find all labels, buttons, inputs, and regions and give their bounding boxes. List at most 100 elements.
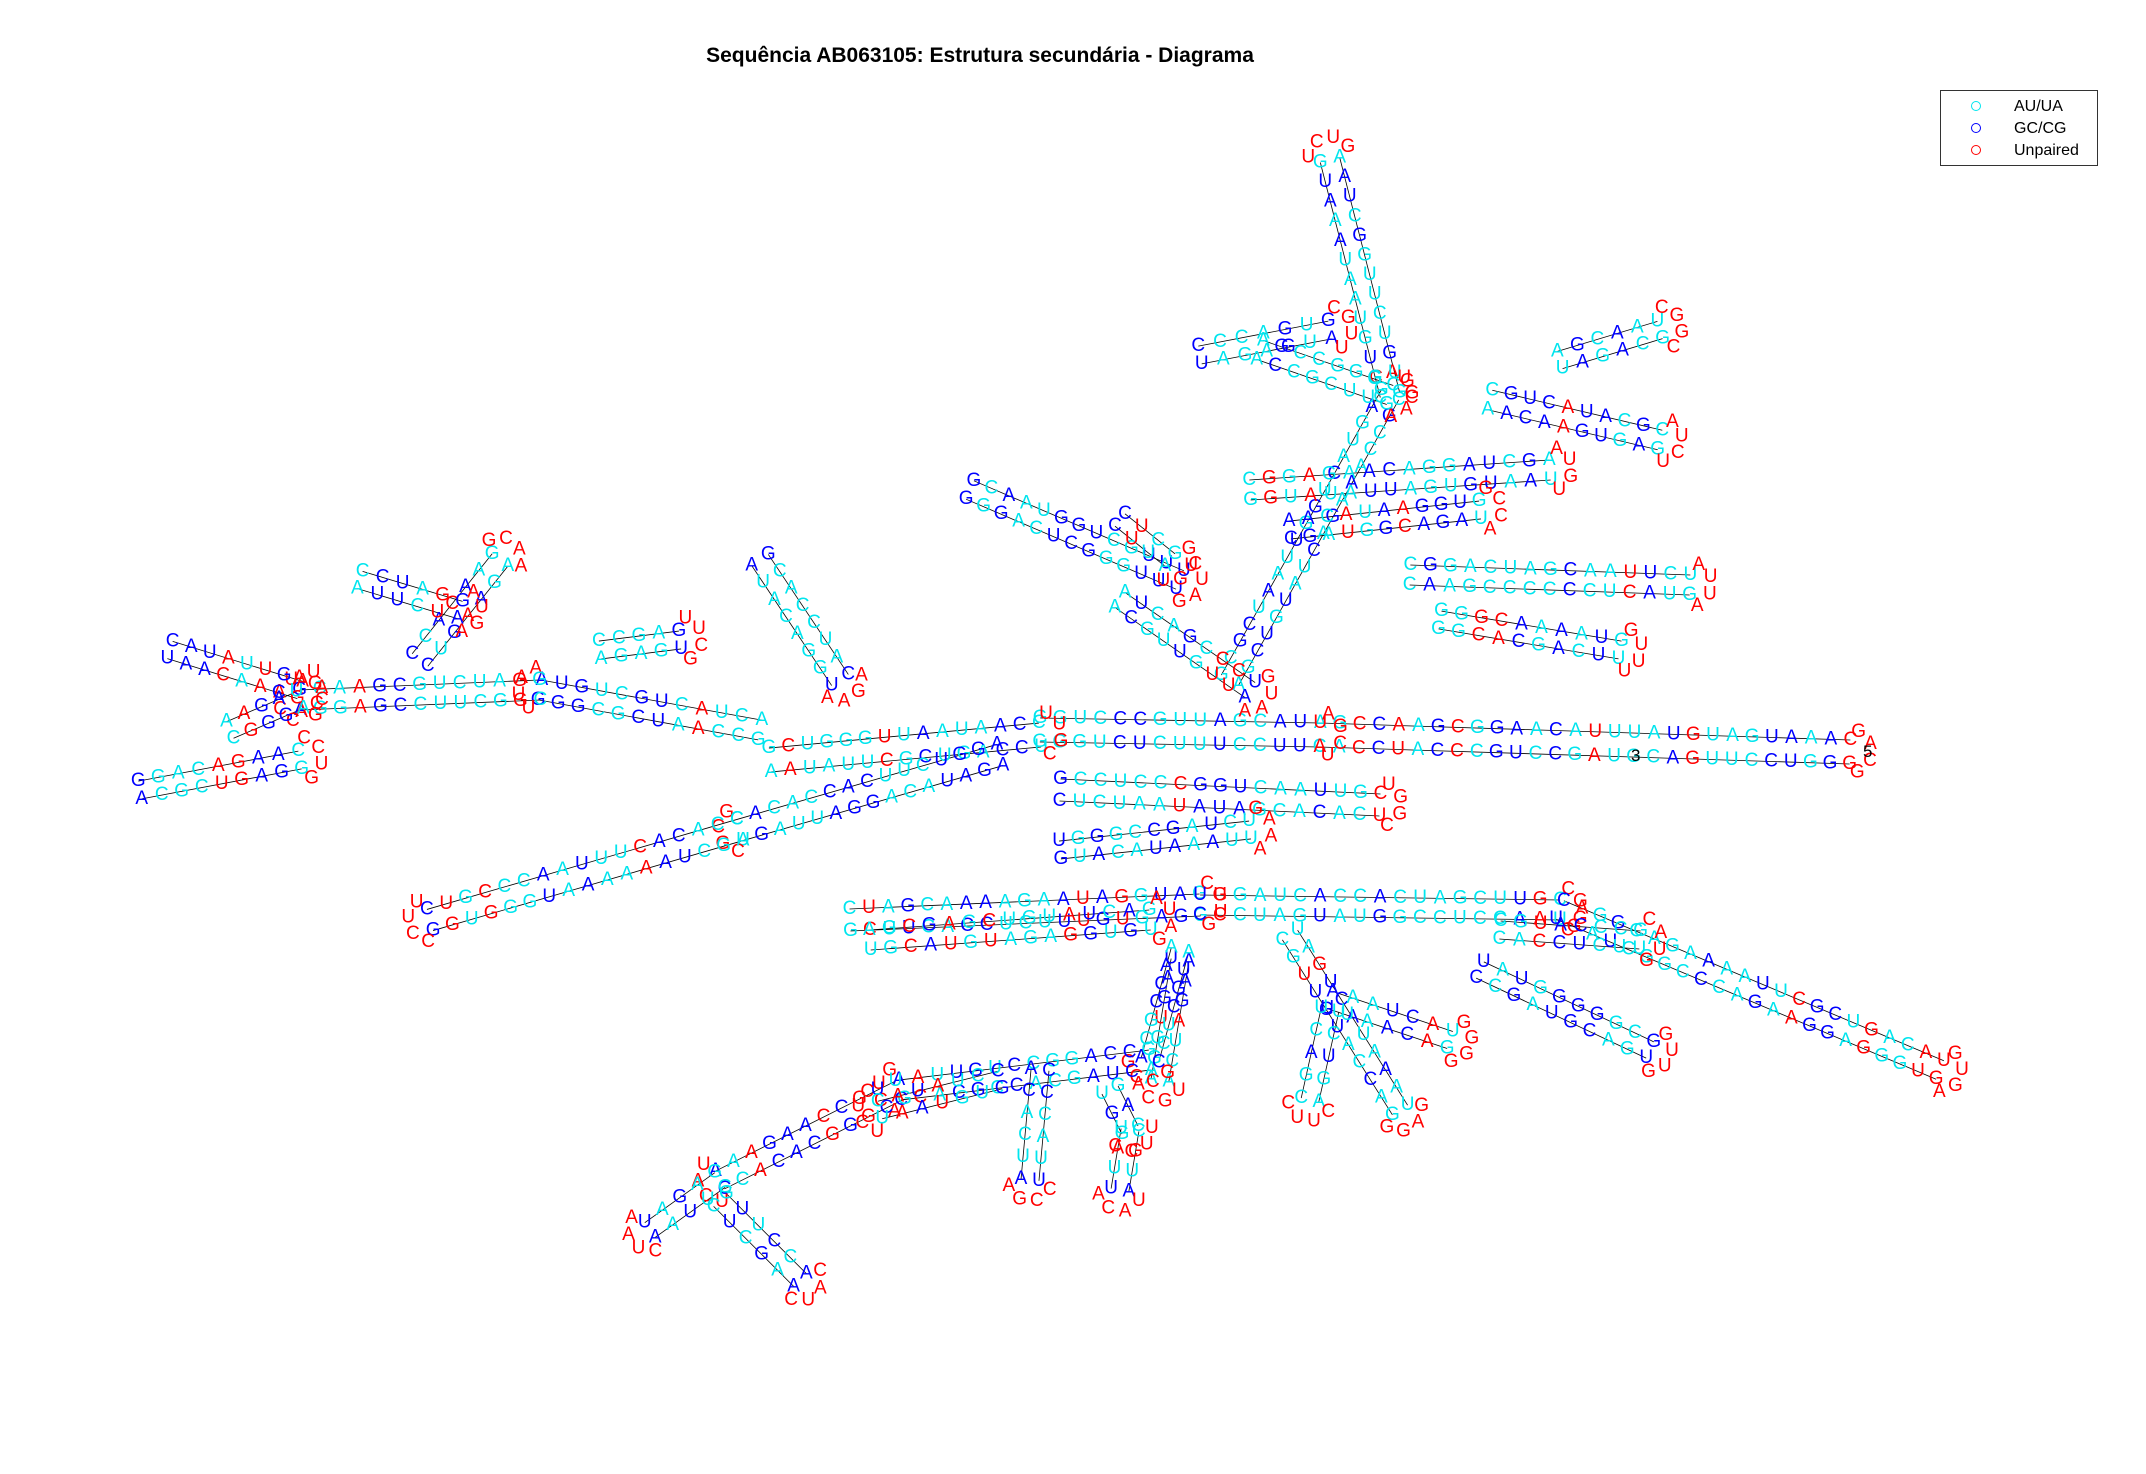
nucleotide: U	[1604, 931, 1618, 952]
nucleotide: U	[1141, 542, 1155, 563]
nucleotide: G	[1641, 1061, 1656, 1082]
nucleotide: G	[131, 770, 146, 791]
nucleotide: U	[810, 808, 824, 829]
nucleotide: U	[1273, 735, 1287, 756]
nucleotide: U	[1301, 146, 1315, 167]
nucleotide: C	[1646, 747, 1660, 768]
nucleotide: U	[902, 918, 916, 939]
nucleotide: A	[1325, 328, 1338, 349]
nucleotide: A	[941, 916, 954, 937]
nucleotide: U	[1213, 798, 1227, 819]
nucleotide: C	[1629, 920, 1643, 941]
nucleotide: C	[711, 722, 725, 743]
nucleotide: U	[259, 659, 273, 680]
nucleotide: A	[1109, 596, 1122, 617]
nucleotide: G	[1611, 913, 1626, 934]
nucleotide: U	[1607, 745, 1621, 766]
nucleotide: C	[694, 635, 708, 656]
nucleotide: G	[1090, 826, 1105, 847]
nucleotide: G	[1325, 506, 1340, 527]
nucleotide: A	[622, 1224, 635, 1245]
nucleotide: U	[678, 846, 692, 867]
nucleotide: C	[631, 707, 645, 728]
nucleotide: G	[1400, 371, 1415, 392]
nucleotide: G	[1262, 468, 1277, 489]
nucleotide: G	[1192, 883, 1207, 904]
nucleotide: U	[1291, 919, 1305, 940]
nucleotide: U	[454, 692, 468, 713]
nucleotide: A	[991, 733, 1004, 754]
nucleotide: G	[1140, 619, 1155, 640]
nucleotide: A	[515, 556, 528, 577]
backbone-segment	[965, 498, 1177, 590]
nucleotide: C	[1130, 1066, 1144, 1087]
nucleotide: A	[1481, 399, 1494, 420]
nucleotide: U	[1058, 911, 1072, 932]
nucleotide: U	[1368, 284, 1382, 305]
nucleotide: G	[922, 915, 937, 936]
backbone-segment	[1318, 1011, 1340, 1103]
nucleotide: G	[1243, 489, 1258, 510]
nucleotide: G	[1614, 630, 1629, 651]
nucleotide: C	[406, 923, 420, 944]
nucleotide: U	[683, 1201, 697, 1222]
nucleotide: C	[1372, 738, 1386, 759]
nucleotide: U	[431, 602, 445, 623]
nucleotide: G	[1081, 541, 1096, 562]
nucleotide: U	[1298, 557, 1312, 578]
nucleotide: C	[1200, 638, 1214, 659]
nucleotide: A	[1588, 745, 1601, 766]
nucleotide: U	[1544, 469, 1558, 490]
nucleotide: A	[1404, 478, 1417, 499]
nucleotide: U	[1545, 1003, 1559, 1024]
nucleotide: U	[1613, 937, 1627, 958]
nucleotide: C	[1591, 328, 1605, 349]
nucleotide: A	[1666, 411, 1679, 432]
nucleotide: G	[843, 920, 858, 941]
nucleotide: G	[1374, 379, 1389, 400]
nucleotide: C	[1863, 750, 1877, 771]
nucleotide: C	[921, 917, 935, 938]
nucleotide: G	[1842, 753, 1857, 774]
nucleotide: A	[1163, 1071, 1176, 1092]
nucleotide: U	[871, 1079, 885, 1100]
nucleotide: C	[1574, 916, 1588, 937]
nucleotide: A	[1111, 1138, 1124, 1159]
nucleotide: G	[1193, 905, 1208, 926]
nucleotide: C	[730, 808, 744, 829]
nucleotide: G	[372, 676, 387, 697]
nucleotide: C	[880, 1097, 894, 1118]
nucleotide: U	[1244, 828, 1258, 849]
nucleotide: C	[1200, 873, 1214, 894]
nucleotide: C	[1472, 625, 1486, 646]
nucleotide: U	[575, 853, 589, 874]
nucleotide: G	[1183, 627, 1198, 648]
nucleotide: G	[1620, 1038, 1635, 1059]
nucleotide: U	[1334, 781, 1348, 802]
backbone-segment	[1250, 479, 1551, 501]
nucleotide: G	[493, 691, 508, 712]
nucleotide: U	[638, 1212, 652, 1233]
nucleotide: C	[1093, 708, 1107, 729]
nucleotide: U	[1135, 593, 1149, 614]
nucleotide: C	[1484, 557, 1498, 578]
nucleotide: U	[1164, 948, 1178, 969]
nucleotide: U	[879, 766, 893, 787]
nucleotide: G	[1032, 731, 1047, 752]
nucleotide: G	[971, 1080, 986, 1101]
nucleotide: G	[292, 679, 307, 700]
nucleotide: U	[1553, 909, 1567, 930]
nucleotide: G	[1065, 1048, 1080, 1069]
nucleotide: U	[1173, 710, 1187, 731]
backbone-segment	[1038, 1070, 1050, 1181]
nucleotide: U	[1363, 347, 1377, 368]
nucleotide: U	[1152, 571, 1166, 592]
nucleotide: A	[1274, 778, 1287, 799]
nucleotide: A	[1514, 908, 1527, 929]
nucleotide: G	[151, 766, 166, 787]
nucleotide: A	[1400, 399, 1413, 420]
nucleotide: U	[1032, 1170, 1046, 1191]
nucleotide: G	[1474, 607, 1489, 628]
nucleotide: A	[1584, 560, 1597, 581]
nucleotide: C	[411, 596, 425, 617]
